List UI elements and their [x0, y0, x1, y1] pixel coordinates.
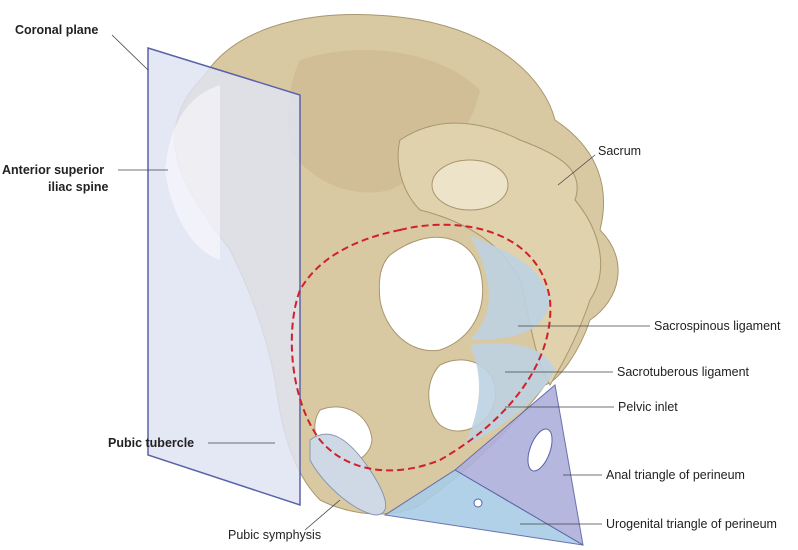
asis-bump	[165, 85, 220, 260]
sacrospinous-ligament-shape	[470, 235, 550, 340]
pubic-symphysis-shape	[309, 433, 387, 516]
urethral-opening	[473, 498, 483, 508]
label-pubic-symphysis: Pubic symphysis	[228, 528, 322, 542]
label-sacrospinous-ligament: Sacrospinous ligament	[654, 319, 781, 333]
label-anal-triangle: Anal triangle of perineum	[606, 468, 745, 482]
sacrotuberous-ligament-shape	[465, 343, 555, 445]
sacral-promontory	[431, 159, 509, 211]
label-pelvic-inlet: Pelvic inlet	[618, 400, 678, 414]
leader-lines	[111, 34, 650, 531]
anal-opening	[527, 428, 553, 472]
label-asis-line2: iliac spine	[48, 180, 109, 194]
label-urogenital-triangle: Urogenital triangle of perineum	[606, 517, 777, 531]
pelvic-inlet-line	[290, 223, 552, 472]
label-coronal-plane: Coronal plane	[15, 23, 99, 37]
pelvic-opening	[378, 236, 484, 352]
label-sacrotuberous-ligament: Sacrotuberous ligament	[617, 365, 750, 379]
label-pubic-tubercle: Pubic tubercle	[108, 436, 195, 450]
label-sacrum: Sacrum	[598, 144, 642, 158]
label-asis-line1: Anterior superior	[2, 163, 105, 177]
urogenital-triangle-shape	[383, 469, 584, 546]
